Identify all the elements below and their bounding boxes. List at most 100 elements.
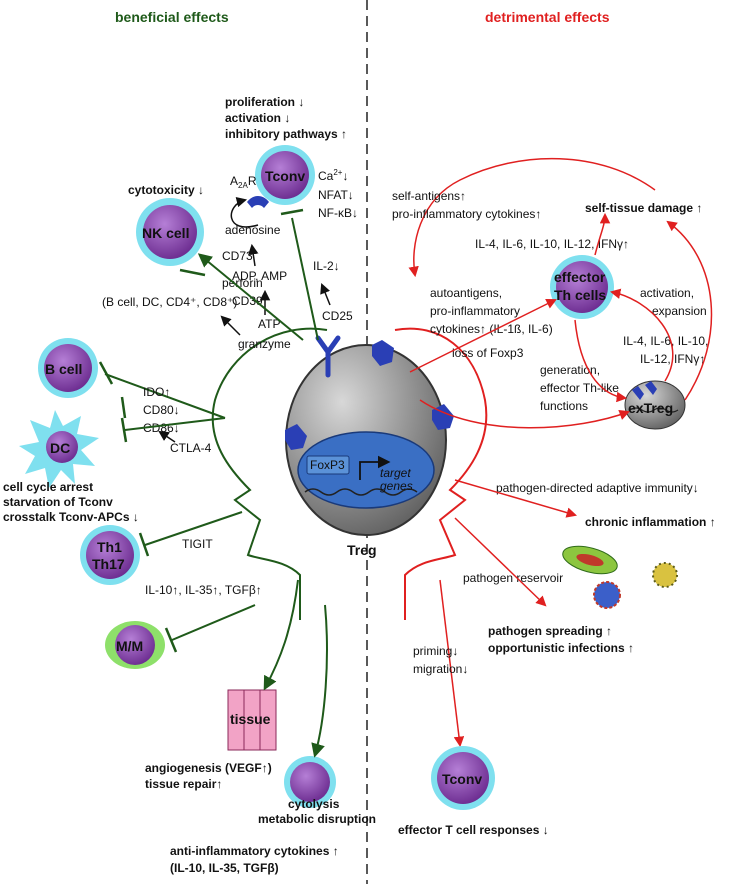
target-genes-label: target (380, 466, 411, 480)
self-antigen-loop (408, 157, 656, 278)
extreg-cell: exTreg (624, 380, 686, 430)
svg-text:NK cell: NK cell (142, 225, 189, 241)
autoantigens-label-3: cytokines↑ (IL-1ß, IL-6) (430, 322, 553, 336)
tissue-block: tissue (227, 689, 277, 751)
perforin-targets-label: (B cell, DC, CD4⁺, CD8⁺) (102, 295, 237, 309)
generation-label: generation, (540, 363, 600, 377)
mm-cell: M/M (105, 621, 165, 669)
svg-text:exTreg: exTreg (628, 400, 673, 416)
foxp3-box (306, 455, 350, 475)
spreading-arrow (454, 517, 547, 607)
cytolysis-arrow (311, 604, 328, 758)
il2-label: IL-2↓ (313, 259, 340, 273)
extreg-to-damage-arrow (666, 220, 713, 401)
inhibitory-label: inhibitory pathways ↑ (225, 127, 347, 141)
a2ar-receptor (247, 196, 269, 208)
dna-strand (304, 488, 418, 496)
nk-arrow (197, 253, 304, 341)
cytotoxicity-label: cytotoxicity ↓ (128, 183, 204, 197)
self-antigens-label: self-antigens↑ (392, 189, 466, 203)
inhibit-tconv-line (291, 217, 319, 341)
effector-th-like-label: effector Th-like (540, 381, 619, 395)
ca-label: Ca2+↓ (318, 168, 348, 183)
granzyme-label: granzyme (238, 337, 291, 351)
tigit-label: TIGIT (182, 537, 213, 551)
inhibit-b-line (104, 373, 226, 419)
cytolysis-cell (284, 756, 336, 808)
th1-th17-cell: Th1 Th17 (80, 525, 140, 585)
cd80-label: CD80↓ (143, 403, 180, 417)
svg-text:B cell: B cell (45, 361, 82, 377)
extreg-to-effector-arrow (609, 288, 674, 382)
cell-cycle-label: cell cycle arrest (3, 480, 93, 494)
adp-amp-label: ADP, AMP (232, 269, 287, 283)
cd73-label: CD73 (222, 249, 253, 263)
expansion-label: expansion (652, 304, 707, 318)
tconv-top-cell: Tconv (255, 145, 315, 205)
ido-label: IDO↑ (143, 385, 170, 399)
il-right-label-1: IL-4, IL-6, IL-10, (623, 334, 708, 348)
svg-text:Th17: Th17 (92, 556, 125, 572)
cytotox-inhibit-line (179, 268, 206, 277)
starvation-label: starvation of Tconv (3, 495, 113, 509)
svg-text:FoxP3: FoxP3 (310, 458, 345, 472)
tconv-bottom-cell: Tconv (431, 746, 495, 810)
chronic-arrow (454, 479, 578, 518)
svg-text:Tconv: Tconv (265, 168, 305, 184)
receptor-blob-1 (372, 340, 394, 366)
pathogen-spreading-label: pathogen spreading ↑ (488, 624, 612, 638)
svg-text:Th cells: Th cells (554, 287, 606, 303)
right-head-outline (394, 327, 488, 620)
cd25-label: CD25 (322, 309, 353, 323)
opportunistic-label: opportunistic infections ↑ (488, 641, 634, 655)
activation-label: activation ↓ (225, 111, 290, 125)
tconv-bottom-arrow (439, 579, 465, 748)
svg-text:Tconv: Tconv (442, 771, 482, 787)
treg-to-effector-arrow (409, 299, 557, 373)
cytolysis-label: cytolysis (288, 797, 340, 811)
functions-label: functions (540, 399, 588, 413)
header-beneficial: beneficial effects (115, 9, 229, 25)
migration-label: migration↓ (413, 662, 468, 676)
receptor-y (315, 335, 341, 378)
treg-label: Treg (347, 542, 377, 558)
svg-text:M/M: M/M (116, 638, 143, 654)
adenosine-curl-arrow (230, 196, 259, 228)
proinflam-label: pro-inflammatory cytokines↑ (392, 207, 541, 221)
pathogen-reservoir-label: pathogen reservoir (463, 571, 563, 585)
cd39-label: CD39 (232, 294, 263, 308)
proliferation-label: proliferation ↓ (225, 95, 304, 109)
effector-to-extreg-arrow (574, 319, 628, 403)
nk-cell: NK cell (136, 198, 204, 266)
header-detrimental: detrimental effects (485, 9, 610, 25)
svg-text:Th1: Th1 (97, 539, 122, 555)
receptor-blob-2 (285, 424, 307, 450)
treg-cell: FoxP3 target genes Treg (285, 344, 447, 558)
anti-inflammatory-list: (IL-10, IL-35, TGFβ) (170, 861, 279, 875)
nfkb-label: NF-κB↓ (318, 206, 358, 220)
angiogenesis-label: angiogenesis (VEGF↑) (145, 761, 272, 775)
chronic-label: chronic inflammation ↑ (585, 515, 716, 529)
perforin-label: perforin (222, 276, 263, 290)
left-head-outline (211, 327, 328, 620)
svg-text:tissue: tissue (230, 711, 271, 727)
autoantigens-label: autoantigens, (430, 286, 502, 300)
svg-text:effector: effector (554, 269, 606, 285)
il-list-label: IL-4, IL-6, IL-10, IL-12, IFNγ↑ (475, 237, 629, 251)
tissue-arrow (263, 579, 299, 691)
nfat-label: NFAT↓ (318, 188, 354, 202)
il10-cytokines-label: IL-10↑, IL-35↑, TGFβ↑ (145, 583, 262, 597)
activation-right-label: activation, (640, 286, 694, 300)
inhibit-mm-line (171, 604, 256, 641)
ctla4-label: CTLA-4 (170, 441, 212, 455)
inhibit-dc-line (124, 417, 226, 431)
adenosine-label: adenosine (225, 223, 281, 237)
treg-nucleus (297, 431, 435, 509)
inhibit-th-line (144, 511, 243, 546)
pathogen-icons (562, 545, 678, 609)
priming-label: priming↓ (413, 644, 458, 658)
treg-to-extreg-arrow (419, 399, 630, 429)
self-tissue-label: self-tissue damage ↑ (585, 201, 702, 215)
